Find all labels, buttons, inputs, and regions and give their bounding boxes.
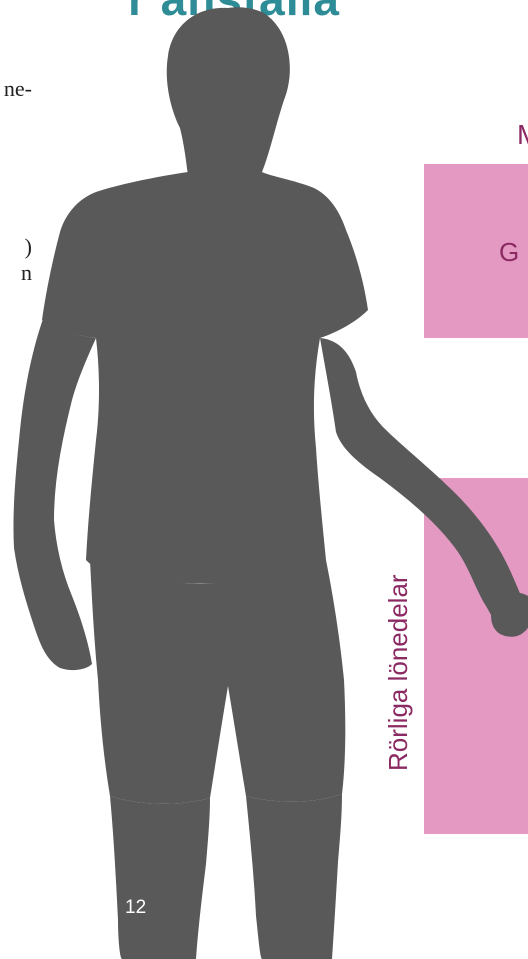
- page-number: 12: [125, 898, 146, 918]
